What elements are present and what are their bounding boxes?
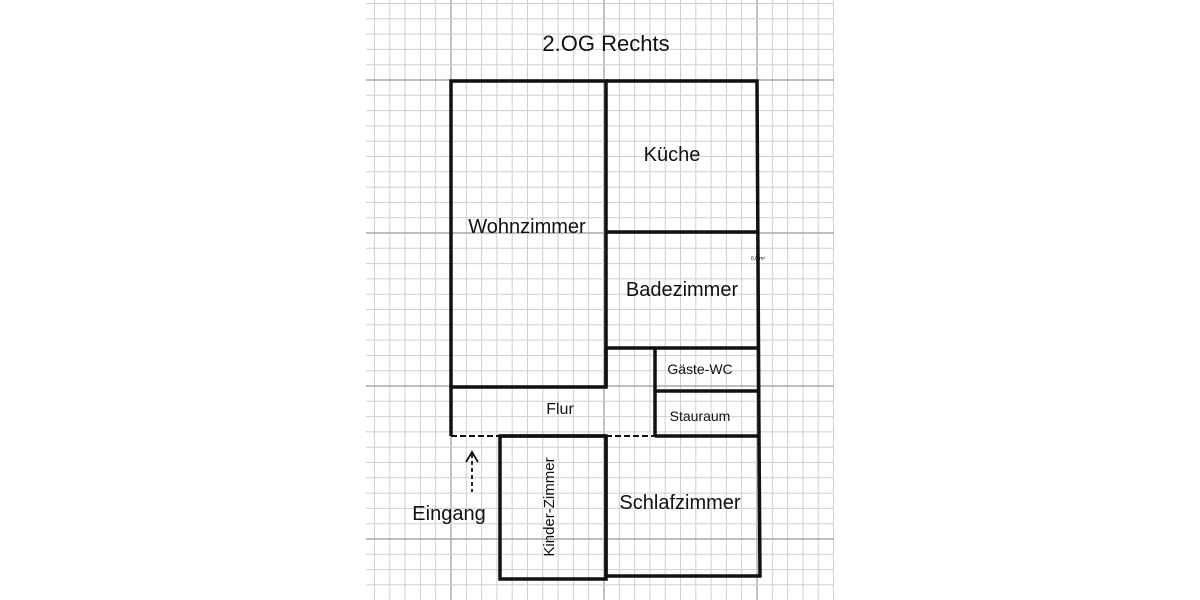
room-label-wohnzimmer: Wohnzimmer — [468, 216, 586, 238]
room-label-flur: Flur — [546, 401, 574, 418]
area-note: 0,0 m² — [751, 256, 766, 262]
room-label-kueche: Küche — [644, 144, 701, 166]
room-label-schlafzimmer: Schlafzimmer — [619, 492, 740, 514]
room-label-gaeste-wc: Gäste-WC — [667, 361, 732, 377]
room-label-badezimmer: Badezimmer — [626, 279, 739, 301]
entrance-arrow-icon — [465, 450, 479, 492]
plan-title: 2.OG Rechts — [542, 31, 669, 56]
room-label-kinderzimmer: Kinder-Zimmer — [541, 457, 558, 556]
room-label-stauraum: Stauraum — [670, 408, 731, 424]
walls — [449, 79, 762, 581]
entrance-label: Eingang — [412, 503, 485, 525]
wall-wohnzimmer — [449, 79, 608, 389]
